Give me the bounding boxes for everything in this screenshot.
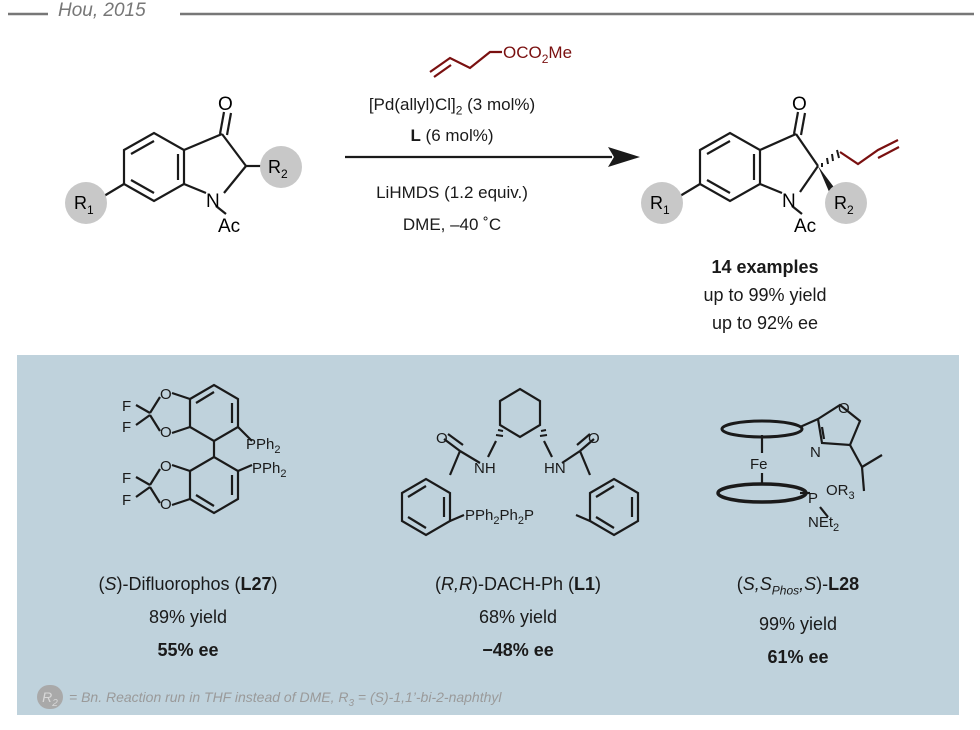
results-examples: 14 examples [711,257,819,277]
results-yield: up to 99% yield [703,285,827,305]
ligand-l1: (R,R)-DACH-Ph (L1) 68% yield −48% ee [368,568,668,667]
product-o: O [792,94,807,115]
l27-structure [135,383,253,515]
svg-text:NH: NH [474,460,496,477]
ligand-l28-ee: 61% ee [767,646,829,667]
substrate-r2-badge [260,146,302,188]
condition-catalyst: [Pd(allyl)Cl]2 (3 mol%) [368,95,536,118]
condition-solvent: DME, –40 ˚C [402,215,502,234]
substrate-r1: R1 [74,193,94,217]
product-ac: Ac [794,216,816,237]
l1-structure [400,387,640,537]
ligand-structures: F F F F O O O O PPh2 PPh2 [122,383,883,537]
header-title: Hou, 2015 [58,0,146,21]
hash-bond [821,149,840,167]
svg-text:Fe: Fe [750,456,768,473]
ligand-l1-yield: 68% yield [478,607,558,627]
ligand-l27-name: (S)-Difluorophos (L27) [98,574,278,594]
l1-hash-bonds [495,429,548,437]
l28-labels: Fe O N P OR3 NEt2 [750,400,855,534]
substrate-structure [103,111,262,215]
header-rule [8,12,974,16]
svg-text:PPh2: PPh2 [252,460,286,480]
svg-text:O: O [160,386,172,403]
svg-text:O: O [160,458,172,475]
svg-text:O: O [436,430,448,447]
ligand-panel [17,355,959,715]
results: 14 examples up to 99% yield up to 92% ee [650,253,880,337]
footnote-r2-badge: R2 [37,685,63,709]
reaction-scheme: OCO2Me O N Ac R1 R2 [65,43,900,237]
svg-text:HN: HN [544,460,566,477]
substrate-o: O [218,94,233,115]
svg-text:N: N [810,444,821,461]
product-r2-badge [825,182,867,224]
svg-text:PPh2: PPh2 [246,436,280,456]
substrate-r1-badge [65,182,107,224]
wedge-bond [818,166,836,194]
svg-text:P: P [808,490,818,507]
ligand-l28: (S,SPhos,S)-L28 99% yield 61% ee [648,568,948,674]
svg-text:O: O [838,400,850,417]
svg-text:O: O [160,424,172,441]
ligand-l1-ee: −48% ee [482,640,554,660]
svg-text:F: F [122,470,131,487]
product-structure [679,111,819,215]
svg-text:F: F [122,492,131,509]
ligand-l28-yield: 99% yield [758,613,838,634]
svg-text:PPh2Ph2P: PPh2Ph2P [465,507,534,527]
condition-base: LiHMDS (1.2 equiv.) [376,183,528,202]
substrate-ac: Ac [218,216,240,237]
reaction-arrow [345,147,640,167]
svg-text:F: F [122,419,131,436]
substrate-n: N [206,191,220,212]
footnote: R2= Bn. Reaction run in THF instead of D… [37,685,502,709]
svg-text:F: F [122,398,131,415]
ligand-l28-name: (S,SPhos,S)-L28 [736,574,860,598]
l28-structure [716,403,883,518]
ligand-l27-ee: 55% ee [157,640,219,660]
substrate-r2: R2 [268,157,288,181]
reagent-text: OCO2Me [503,43,572,66]
ligand-l27: (S)-Difluorophos (L27) 89% yield 55% ee [38,568,338,667]
results-ee: up to 92% ee [711,313,819,333]
allyl-product [839,139,900,166]
product-r1-badge [641,182,683,224]
condition-ligand: L (6 mol%) [410,126,494,145]
svg-text:NEt2: NEt2 [808,514,839,534]
product-r1: R1 [650,193,670,217]
allyl-carbonate-structure [429,50,502,78]
ligand-l27-yield: 89% yield [148,607,228,627]
ligand-l1-name: (R,R)-DACH-Ph (L1) [434,574,601,594]
product-r2: R2 [834,193,854,217]
svg-text:OR3: OR3 [826,482,855,502]
product-n: N [782,191,796,212]
svg-text:O: O [588,430,600,447]
l27-labels: F F F F O O O O PPh2 PPh2 [122,386,286,513]
l1-labels: O O NH HN PPh2Ph2P [436,430,600,527]
svg-text:O: O [160,496,172,513]
